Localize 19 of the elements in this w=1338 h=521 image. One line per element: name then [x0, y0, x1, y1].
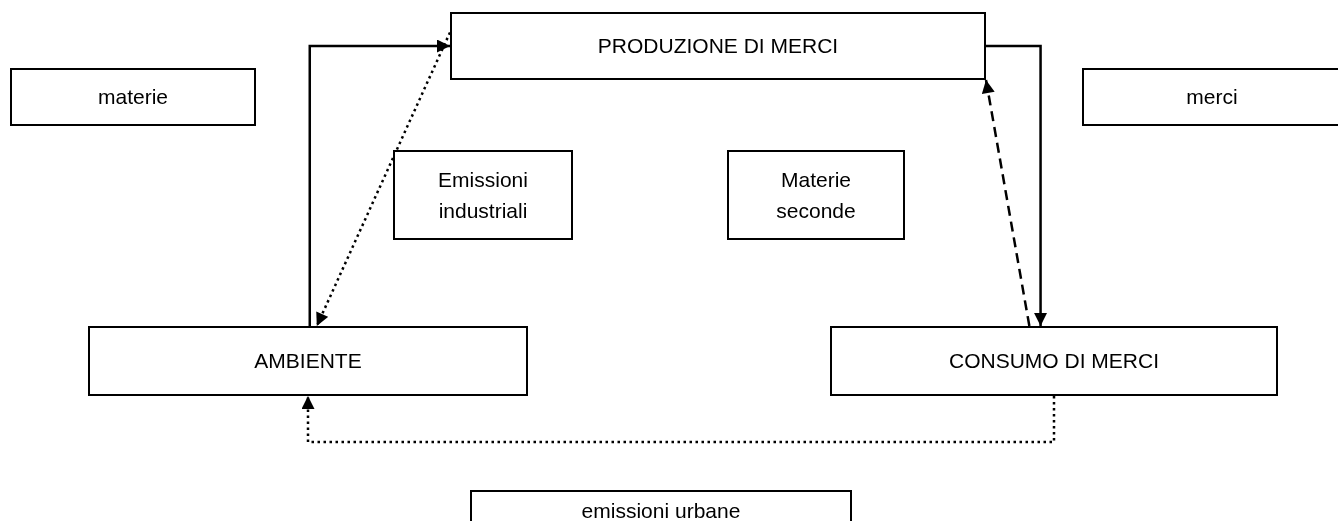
- text-box: [10, 68, 256, 126]
- box-label: PRODUZIONE DI MERCI: [597, 33, 839, 60]
- arrow: [981, 79, 1031, 327]
- box-label: materie: [98, 84, 168, 111]
- text-box: [470, 490, 852, 521]
- box-label: Materie seconde: [775, 166, 857, 224]
- text-box: [727, 150, 905, 240]
- box-label: AMBIENTE: [254, 348, 362, 375]
- text-box: [88, 326, 528, 396]
- text-box: [393, 150, 573, 240]
- text-box: [450, 12, 986, 80]
- box-label: Emissioni industriali: [437, 166, 529, 224]
- text-box: [830, 326, 1278, 396]
- box-label: merci: [1186, 84, 1238, 111]
- arrow: [986, 44, 1048, 326]
- text-box: [1082, 68, 1338, 126]
- box-label: CONSUMO DI MERCI: [949, 348, 1159, 375]
- arrow: [301, 396, 1056, 444]
- box-label: emissioni urbane: [581, 498, 741, 521]
